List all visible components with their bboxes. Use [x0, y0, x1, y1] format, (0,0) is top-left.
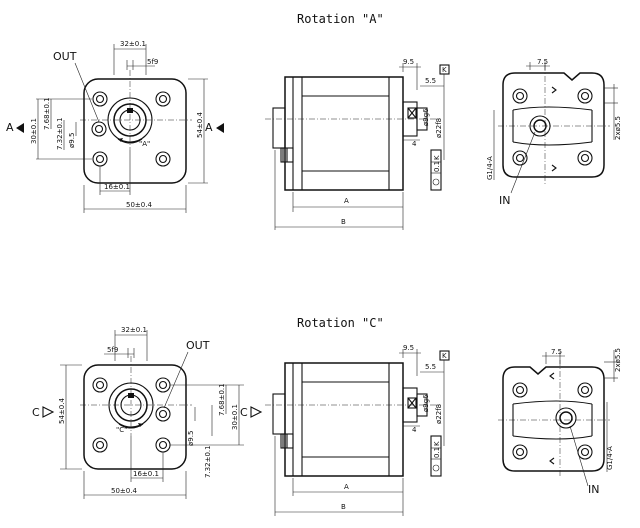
len-a-side-c: A — [344, 483, 349, 491]
rotation-mark-c: "C" — [116, 426, 127, 434]
dim-75-rear-a: 7.5 — [537, 58, 548, 66]
dim-75-rear-c: 7.5 — [551, 348, 562, 356]
dim-4-side-c: 4 — [412, 426, 417, 434]
dim-30-c: 30±0.1 — [231, 404, 239, 430]
dim-bore-a: ø9.5 — [68, 133, 76, 148]
dim-16-c: 16±0.1 — [133, 470, 159, 478]
dim-50-c: 50±0.4 — [111, 487, 137, 495]
dim-55-side-c: 5.5 — [425, 363, 436, 371]
rotation-mark-a: "A" — [139, 140, 150, 148]
in-label-rear-c: IN — [588, 483, 599, 496]
ref-k-side-c: K — [433, 441, 441, 446]
dim-key-c: 5f9 — [107, 346, 118, 354]
holes-rear-a: 2xø5.5 — [614, 116, 622, 140]
title-rotation-c: Rotation "C" — [297, 316, 384, 330]
section-label-c-left: C — [32, 406, 40, 419]
section-label-a-left: A — [6, 121, 14, 134]
side-view-c: 9.5 5.5 K ø9g6 ø22f8 4 0.1 K A B — [265, 344, 450, 516]
len-b-side-c: B — [341, 503, 346, 511]
dim-32-a: 32±0.1 — [120, 40, 146, 48]
dim-16-a: 16±0.1 — [104, 183, 130, 191]
holes-rear-c: 2xø5.5 — [614, 348, 622, 372]
dim-30-a: 30±0.1 — [30, 118, 38, 144]
dim-key-a: 5f9 — [147, 58, 158, 66]
out-label-c: OUT — [186, 339, 210, 352]
front-view-a: "A" OUT 32±0.1 5f9 54±0.4 30±0.1 7.68±0.… — [6, 40, 224, 213]
len-a-side-a: A — [344, 197, 349, 205]
dim-bore-c: ø9.5 — [187, 431, 195, 446]
rear-view-c: 7.5 2xø5.5 G1/4-A IN — [498, 348, 622, 496]
dim-54-a: 54±0.4 — [196, 112, 204, 138]
dim-732-c: 7.32±0.1 — [204, 445, 212, 478]
dim-95-side-c: 9.5 — [403, 344, 414, 352]
dim-768-a: 7.68±0.1 — [43, 97, 51, 130]
dim-732-a: 7.32±0.1 — [56, 117, 64, 150]
shaft-d-side-c: ø9g6 — [422, 394, 430, 412]
port-rear-a: G1/4-A — [486, 156, 494, 180]
dim-32-c: 32±0.1 — [121, 326, 147, 334]
out-label-a: OUT — [53, 50, 77, 63]
rear-view-a: 7.5 2xø5.5 G1/4-A IN — [486, 58, 622, 207]
dim-54-c: 54±0.4 — [58, 398, 66, 424]
dim-55-side-a: 5.5 — [425, 77, 436, 85]
in-label-rear-a: IN — [499, 194, 510, 207]
pilot-d-side-c: ø22f8 — [435, 404, 443, 424]
dim-50-a: 50±0.4 — [126, 201, 152, 209]
dim-4-side-a: 4 — [412, 140, 417, 148]
dim-95-side-a: 9.5 — [403, 58, 414, 66]
title-rotation-a: Rotation "A" — [297, 12, 384, 26]
ref-k-side-a: K — [433, 155, 441, 160]
key-box-side-a: K — [442, 66, 447, 74]
dim-768-c: 7.68±0.1 — [218, 383, 226, 416]
section-label-a-right: A — [205, 121, 213, 134]
port-rear-c: G1/4-A — [606, 446, 614, 470]
section-label-c-right: C — [240, 406, 248, 419]
key-box-side-c: K — [442, 352, 447, 360]
len-b-side-a: B — [341, 218, 346, 226]
pilot-d-side-a: ø22f8 — [435, 118, 443, 138]
front-view-c: "C" OUT 32±0.1 5f9 54±0.4 30±0.1 7.68±0.… — [32, 326, 263, 499]
shaft-d-side-a: ø9g6 — [422, 108, 430, 126]
flatness-side-a: 0.1 — [433, 161, 441, 172]
side-view-a: 9.5 5.5 K ø9g6 ø22f8 4 0.1 K A B — [265, 58, 450, 230]
flatness-side-c: 0.1 — [433, 447, 441, 458]
